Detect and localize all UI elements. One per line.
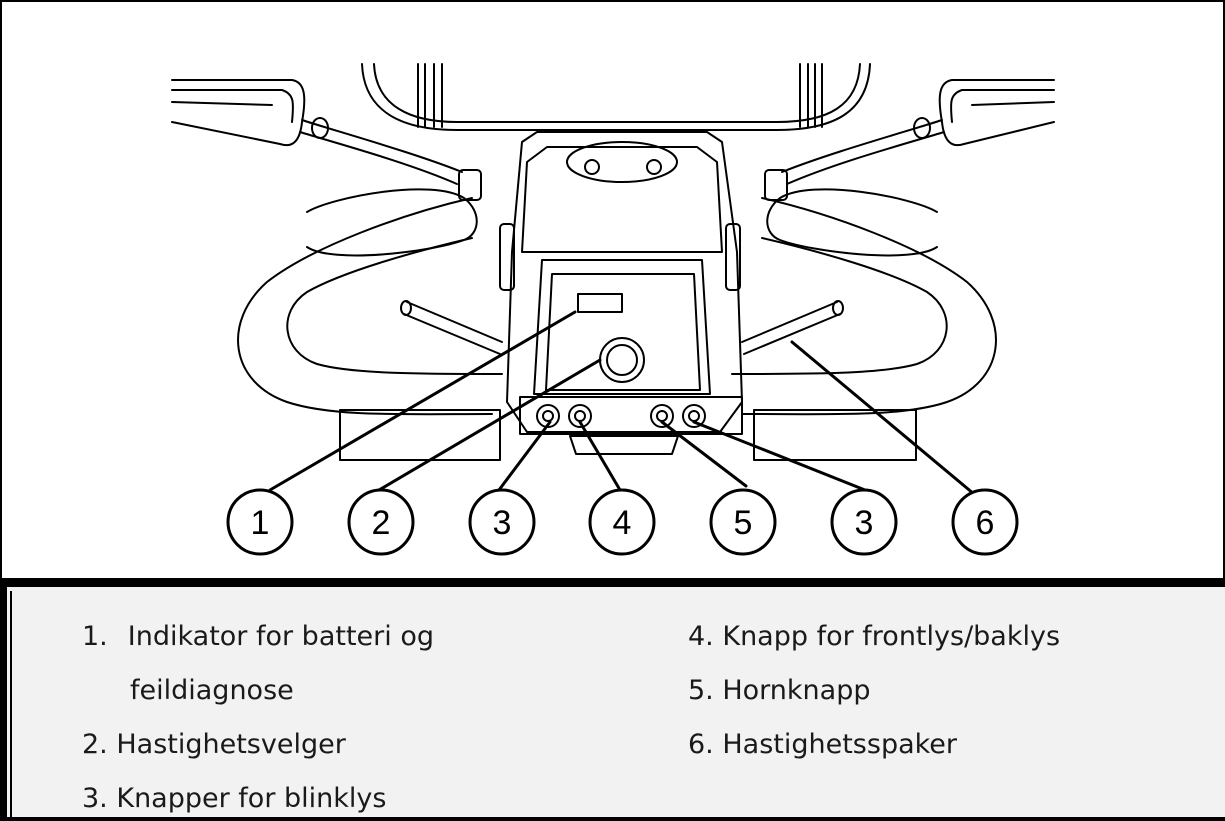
- callout-label-6: 6: [976, 504, 995, 542]
- legend-item-2: 2. Hastighetsvelger: [82, 727, 346, 763]
- legend-item-1-number: 1.: [82, 621, 108, 652]
- legend-item-6-number: 6.: [688, 729, 714, 760]
- legend-item-2-number: 2.: [82, 729, 108, 760]
- callout-circle-3b: [830, 488, 898, 556]
- callout-label-3a: 3: [493, 504, 512, 542]
- callout-label-4: 4: [613, 504, 632, 542]
- handlebar-drawing: 1 2 3 4 5 3 6: [171, 63, 1055, 556]
- callout-circle-2: [347, 488, 415, 556]
- callout-label-2: 2: [372, 504, 391, 542]
- callout-label-5: 5: [734, 504, 753, 542]
- legend-item-3-text: Knapper for blinklys: [116, 783, 387, 814]
- legend-item-4-text: Knapp for frontlys/baklys: [722, 621, 1061, 652]
- callout-circle-6: [951, 488, 1019, 556]
- legend-item-1-text: Indikator for batteri og: [127, 621, 434, 652]
- legend-item-3: 3. Knapper for blinklys: [82, 781, 386, 817]
- legend-item-1-continued: feildiagnose: [130, 673, 294, 709]
- legend-item-1: 1. Indikator for batteri og: [82, 619, 434, 655]
- legend-item-5-number: 5.: [688, 675, 714, 706]
- callout-circle-4: [588, 488, 656, 556]
- legend-item-3-number: 3.: [82, 783, 108, 814]
- legend-item-4-number: 4.: [688, 621, 714, 652]
- callout-label-3b: 3: [855, 504, 874, 542]
- legend-box: 1.Indikator for batteri og feildiagnose …: [0, 578, 1225, 821]
- legend-item-6: 6. Hastighetsspaker: [688, 727, 957, 763]
- callout-circle-5: [709, 488, 777, 556]
- legend-item-1b-text: feildiagnose: [130, 675, 294, 706]
- handlebar-diagram: 1 2 3 4 5 3 6: [0, 0, 1225, 578]
- legend-item-6-text: Hastighetsspaker: [722, 729, 958, 760]
- legend-inner: 1.Indikator for batteri og feildiagnose …: [10, 591, 1225, 817]
- legend-item-5-text: Hornknapp: [722, 675, 871, 706]
- legend-item-2-text: Hastighetsvelger: [116, 729, 346, 760]
- callout-circle-3a: [468, 488, 536, 556]
- legend-item-5: 5. Hornknapp: [688, 673, 871, 709]
- callout-circle-1: [226, 488, 294, 556]
- callout-label-1: 1: [251, 504, 270, 542]
- legend-item-4: 4. Knapp for frontlys/baklys: [688, 619, 1060, 655]
